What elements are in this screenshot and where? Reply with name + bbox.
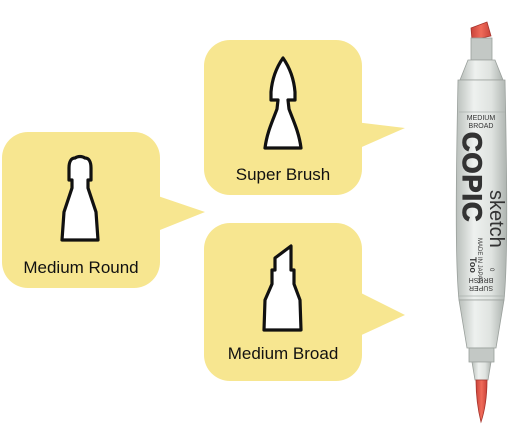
marker-code-text: 0 bbox=[488, 268, 494, 272]
marker-top-nib bbox=[470, 21, 492, 41]
top-cap-label-line1: MEDIUM bbox=[467, 115, 496, 122]
bottom-cap-label-line1: SUPER bbox=[469, 284, 493, 291]
marker-bottom-cap-taper bbox=[458, 299, 505, 349]
top-cap-label-line2: BROAD bbox=[469, 123, 494, 130]
copic-marker: MEDIUM BROAD COPIC sketch MADE IN JAPAN … bbox=[455, 21, 508, 424]
super-brush-nib-icon bbox=[263, 56, 303, 150]
label-super-brush: Super Brush bbox=[235, 165, 331, 184]
label-medium-round: Medium Round bbox=[23, 258, 139, 277]
bottom-cap-label-line2: BRUSH bbox=[469, 276, 494, 283]
medium-round-nib-icon bbox=[60, 154, 100, 242]
medium-broad-nib-icon bbox=[262, 244, 303, 332]
marker-made-in-text: MADE IN JAPAN bbox=[476, 238, 482, 284]
marker-brand-text: COPIC bbox=[457, 132, 487, 223]
marker-line-text: sketch bbox=[485, 190, 507, 248]
marker-bottom-nib bbox=[475, 379, 488, 424]
marker-top-cap-taper bbox=[459, 59, 504, 81]
marker-maker-logo-text: Too bbox=[468, 257, 478, 273]
label-medium-broad: Medium Broad bbox=[227, 344, 339, 363]
